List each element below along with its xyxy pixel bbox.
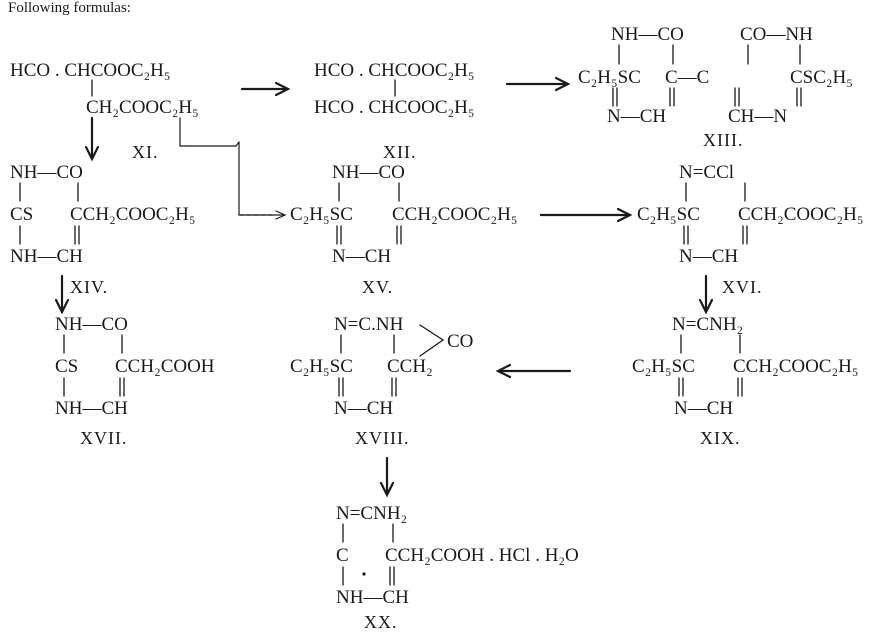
xix-row-3: CCH₂COOC₂H₅ [733, 356, 858, 377]
xiii-row-7: CH—N [728, 106, 787, 127]
xvi-row-4: N—CH [679, 246, 738, 267]
compound-xvii: NH—CO CS CCH₂COOH NH—CH XVII. [55, 314, 215, 448]
xviii-row-1: N=C.NH [334, 314, 404, 335]
arrow-xviii-to-xx [379, 456, 395, 498]
compound-xiv: NH—CO CS CCH₂COOC₂H₅ NH—CH XIV. [10, 162, 195, 297]
xvii-row-2: CS [55, 356, 78, 377]
xi-row-1: HCO . CHCOOC₂H₅ [10, 60, 171, 81]
compound-xviii: N=C.NH CO C₂H₅SC CCH₂ N—CH XVIII. [290, 314, 473, 448]
xvi-row-2: C₂H₅SC [637, 204, 700, 225]
caption-fragment: Following formulas: [8, 0, 131, 16]
xiv-row-1: NH—CO [10, 162, 83, 183]
arrow-xiv-to-xvii [54, 274, 70, 315]
xix-row-4: N—CH [674, 398, 733, 419]
xiii-label: XIII. [703, 130, 743, 150]
xvi-row-3: CCH₂COOC₂H₅ [738, 204, 863, 225]
compound-xix: N=CNH₂ C₂H₅SC CCH₂COOC₂H₅ N—CH XIX. [632, 314, 858, 448]
xiv-row-2: CS [10, 204, 33, 225]
arrow-xi-to-xv [179, 117, 287, 220]
xiii-row-2: CO—NH [740, 24, 813, 45]
xv-row-1: NH—CO [332, 162, 405, 183]
xvii-row-3: CCH₂COOH [115, 356, 215, 377]
arrow-xix-to-xviii [495, 363, 572, 379]
xvi-row-1: N=CCl [679, 162, 734, 183]
arrow-xvi-to-xix [698, 274, 714, 315]
xx-row-4: NH—CH [336, 587, 409, 608]
xix-row-2: C₂H₅SC [632, 356, 695, 377]
xx-label: XX. [364, 612, 398, 632]
xix-row-1: N=CNH₂ [672, 314, 743, 335]
xviii-row-4: CCH₂ [387, 356, 433, 377]
xx-row-3: CCH₂COOH . HCl . H₂O [385, 545, 579, 566]
dot-mark [362, 572, 366, 576]
xiii-row-6: N—CH [607, 106, 666, 127]
xiv-row-3: CCH₂COOC₂H₅ [70, 204, 195, 225]
xx-row-1: N=CNH₂ [336, 503, 407, 524]
xvii-label: XVII. [80, 428, 128, 448]
xiv-row-4: NH—CH [10, 246, 83, 267]
xvii-row-4: NH—CH [55, 398, 128, 419]
xvi-label: XVI. [722, 277, 763, 297]
xiii-row-5: CSC₂H₅ [790, 67, 853, 88]
compound-xx: N=CNH₂ C CCH₂COOH . HCl . H₂O NH—CH XX. [336, 503, 579, 632]
xii-row-1: HCO . CHCOOC₂H₅ [314, 60, 475, 81]
xix-label: XIX. [700, 428, 741, 448]
xvii-row-1: NH—CO [55, 314, 128, 335]
compound-xv: NH—CO C₂H₅SC CCH₂COOC₂H₅ N—CH XV. [290, 162, 517, 297]
xiii-row-3: C₂H₅SC [578, 67, 641, 88]
xx-row-2: C [336, 545, 349, 566]
xii-row-2: HCO . CHCOOC₂H₅ [314, 97, 475, 118]
xviii-row-4b: N—CH [334, 398, 393, 419]
xv-row-2: C₂H₅SC [290, 204, 353, 225]
arrow-xi-to-xii [240, 81, 291, 97]
compound-xii: HCO . CHCOOC₂H₅ HCO . CHCOOC₂H₅ XII. [314, 60, 475, 162]
xv-label: XV. [362, 277, 393, 297]
xiv-label: XIV. [70, 277, 108, 297]
xv-row-4: N—CH [332, 246, 391, 267]
arrow-xv-to-xvi [539, 207, 633, 223]
xv-row-3: CCH₂COOC₂H₅ [392, 204, 517, 225]
compound-xi: HCO . CHCOOC₂H₅ CH₂COOC₂H₅ XI. [10, 60, 199, 162]
xviii-label: XVIII. [355, 428, 409, 448]
xi-row-2: CH₂COOC₂H₅ [86, 97, 199, 118]
xiii-row-1: NH—CO [611, 24, 684, 45]
arrow-xii-to-xiii [505, 76, 571, 92]
compound-xiii: NH—CO CO—NH C₂H₅SC C—C CSC₂H₅ N—CH CH—N … [578, 24, 853, 150]
xii-label: XII. [383, 142, 417, 162]
xviii-row-3: C₂H₅SC [290, 356, 353, 377]
arrow-xi-to-xiv [84, 116, 100, 162]
compound-xvi: N=CCl C₂H₅SC CCH₂COOC₂H₅ N—CH XVI. [637, 162, 863, 297]
xviii-row-2: CO [447, 331, 473, 352]
xi-label: XI. [132, 142, 159, 162]
xiii-row-4: C—C [665, 67, 709, 88]
